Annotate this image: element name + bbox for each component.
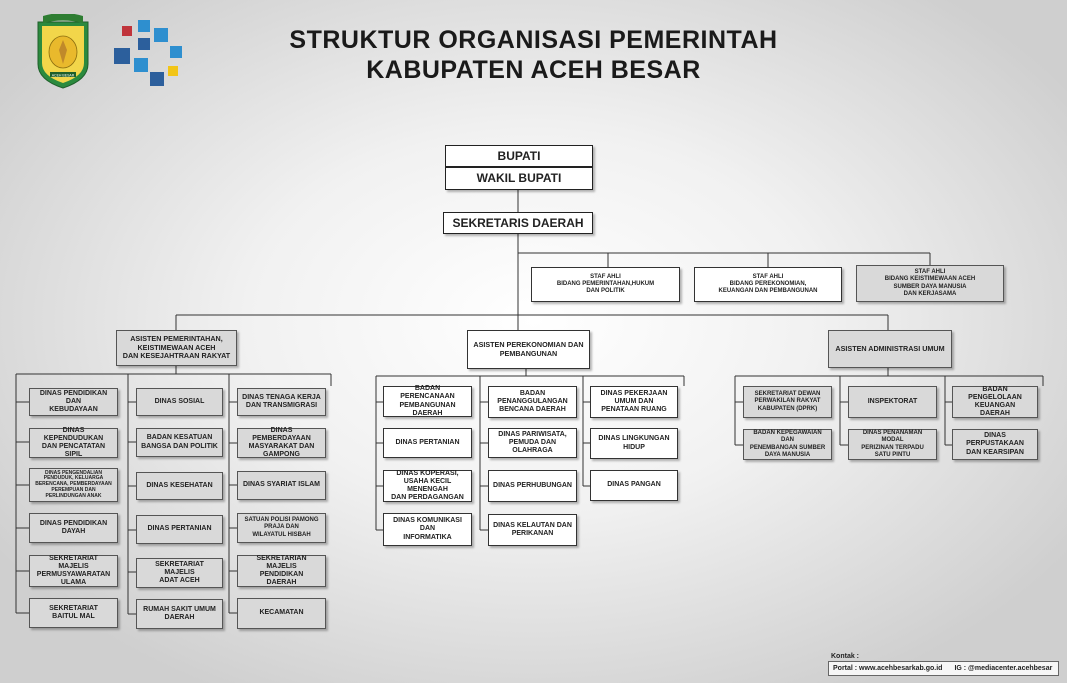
asisten3-col2-unit-1: INSPEKTORAT [848, 386, 937, 418]
asisten1-col1-unit-5: SEKRETARIAT MAJELIS PERMUSYAWARATAN ULAM… [29, 555, 118, 587]
asisten1-col2-unit-2: BADAN KESATUAN BANGSA DAN POLITIK [136, 428, 223, 457]
contact-box: Portal : www.acehbesarkab.go.id IG : @me… [828, 661, 1059, 676]
asisten2-col2-unit-4: DINAS KELAUTAN DAN PERIKANAN [488, 514, 577, 546]
asisten1-col1-unit-1: DINAS PENDIDIKAN DAN KEBUDAYAAN [29, 388, 118, 416]
staf-ahli-1: STAF AHLI BIDANG PEMERINTAHAN,HUKUM DAN … [531, 267, 680, 302]
staf-ahli-2: STAF AHLI BIDANG PEREKONOMIAN, KEUANGAN … [694, 267, 842, 302]
page-title-line1: STRUKTUR ORGANISASI PEMERINTAH [289, 26, 778, 54]
page-title-line2: KABUPATEN ACEH BESAR [366, 56, 701, 84]
asisten2-col1-unit-2: DINAS PERTANIAN [383, 428, 472, 458]
asisten2-col2-unit-3: DINAS PERHUBUNGAN [488, 470, 577, 502]
bupati-box: BUPATI [445, 145, 593, 167]
asisten1-col1-unit-2: DINAS KEPENDUDUKAN DAN PENCATATAN SIPIL [29, 427, 118, 458]
asisten-2: ASISTEN PEREKONOMIAN DAN PEMBANGUNAN [467, 330, 590, 369]
aceh-besar-emblem: ACEH BESAR [35, 13, 91, 90]
asisten2-col3-unit-2: DINAS LINGKUNGAN HIDUP [590, 428, 678, 459]
asisten1-col2-unit-1: DINAS SOSIAL [136, 388, 223, 416]
asisten1-col3-unit-4: SATUAN POLISI PAMONG PRAJA DAN WILAYATUL… [237, 513, 326, 543]
asisten2-col1-unit-3: DINAS KOPERASI, USAHA KECIL MENENGAH DAN… [383, 470, 472, 502]
portal-link[interactable]: Portal : www.acehbesarkab.go.id [833, 665, 943, 672]
asisten1-col2-unit-3: DINAS KESEHATAN [136, 472, 223, 500]
asisten1-col1-unit-6: SEKRETARIAT BAITUL MAL [29, 598, 118, 628]
sekretaris-daerah-box: SEKRETARIS DAERAH [443, 212, 593, 234]
asisten1-col3-unit-6: KECAMATAN [237, 598, 326, 629]
asisten2-col3-unit-3: DINAS PANGAN [590, 470, 678, 501]
asisten3-col3-unit-1: BADAN PENGELOLAAN KEUANGAN DAERAH [952, 386, 1038, 418]
asisten2-col1-unit-1: BADAN PERENCANAAN PEMBANGUNAN DAERAH [383, 385, 472, 417]
asisten3-col1-unit-1: SEKRETARIAT DEWAN PERWAKILAN RAKYAT KABU… [743, 386, 832, 418]
asisten1-col3-unit-5: SEKRETARIAN MAJELIS PENDIDIKAN DAERAH [237, 555, 326, 587]
asisten2-col2-unit-1: BADAN PENANGGULANGAN BENCANA DAERAH [488, 386, 577, 418]
asisten1-col2-unit-4: DINAS PERTANIAN [136, 515, 223, 544]
wakil-bupati-box: WAKIL BUPATI [445, 167, 593, 190]
asisten3-col2-unit-2: DINAS PENANAMAN MODAL PERIZINAN TERPADU … [848, 429, 937, 460]
asisten1-col3-unit-2: DINAS PEMBERDAYAAN MASYARAKAT DAN GAMPON… [237, 427, 326, 458]
staf-ahli-3: STAF AHLI BIDANG KEISTIMEWAAN ACEH SUMBE… [856, 265, 1004, 302]
asisten3-col1-unit-2: BADAN KEPEGAWAIAN DAN PENEMBANGAN SUMBER… [743, 429, 832, 460]
asisten-3: ASISTEN ADMINISTRASI UMUM [828, 330, 952, 368]
asisten1-col2-unit-6: RUMAH SAKIT UMUM DAERAH [136, 599, 223, 629]
contact-label: Kontak : [831, 653, 859, 660]
asisten1-col1-unit-3: DINAS PENGENDALIAN PENDUDUK, KELUARGA BE… [29, 468, 118, 502]
asisten1-col2-unit-5: SEKRETARIAT MAJELIS ADAT ACEH [136, 558, 223, 588]
asisten2-col3-unit-1: DINAS PEKERJAAN UMUM DAN PENATAAN RUANG [590, 386, 678, 418]
instagram-handle[interactable]: IG : @mediacenter.acehbesar [954, 665, 1053, 672]
svg-text:ACEH BESAR: ACEH BESAR [52, 73, 75, 77]
mediacenter-logo [114, 20, 186, 90]
asisten2-col1-unit-4: DINAS KOMUNIKASI DAN INFORMATIKA [383, 513, 472, 546]
asisten1-col1-unit-4: DINAS PENDIDIKAN DAYAH [29, 513, 118, 543]
asisten-1: ASISTEN PEMERINTAHAN, KEISTIMEWAAN ACEH … [116, 330, 237, 366]
asisten2-col2-unit-2: DINAS PARIWISATA, PEMUDA DAN OLAHRAGA [488, 428, 577, 458]
asisten1-col3-unit-3: DINAS SYARIAT ISLAM [237, 471, 326, 500]
asisten1-col3-unit-1: DINAS TENAGA KERJA DAN TRANSMIGRASI [237, 388, 326, 416]
asisten3-col3-unit-2: DINAS PERPUSTAKAAN DAN KEARSIPAN [952, 429, 1038, 460]
